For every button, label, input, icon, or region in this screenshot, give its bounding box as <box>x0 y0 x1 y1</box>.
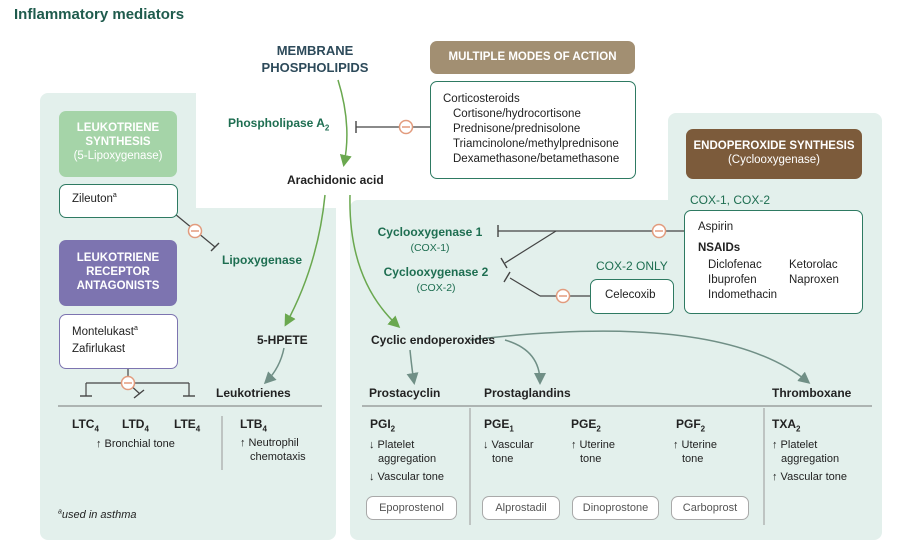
celecoxib: Celecoxib <box>605 289 656 301</box>
ltd4: LTD4 <box>122 417 149 434</box>
cyclooxygenase-1: Cyclooxygenase 1 (COX-1) <box>377 225 483 254</box>
5-hpete: 5-HPETE <box>257 333 308 347</box>
leukotrienes: Leukotrienes <box>216 386 291 400</box>
pgf2: PGF2 <box>676 417 706 434</box>
pgi2-effects: ↓ Platelet aggregation ↓ Vascular tone <box>369 439 445 483</box>
receptor-antagonists-box: Montelukasta Zafirlukast <box>59 314 178 369</box>
membrane-phospholipids: MEMBRANE PHOSPHOLIPIDS <box>261 43 369 75</box>
corticosteroids-heading: Corticosteroids <box>443 93 520 105</box>
bronchial-tone: ↑ Bronchial tone <box>96 438 175 450</box>
carboprost-pill: Carboprost <box>671 496 749 520</box>
corticosteroid-item: Triamcinolone/methylprednisone <box>453 138 619 150</box>
corticosteroid-item: Prednisone/prednisolone <box>453 123 581 135</box>
phospholipase-a2: Phospholipase A2 <box>228 116 330 133</box>
pge2: PGE2 <box>571 417 601 434</box>
aspirin: Aspirin <box>698 221 734 233</box>
leukotriene-receptor-antagonists-header: LEUKOTRIENE RECEPTOR ANTAGONISTS <box>59 240 177 306</box>
inhibit-icon <box>555 288 571 304</box>
ltb4-effect: ↑ Neutrophil chemotaxis <box>240 437 306 463</box>
zileuton: Zileutona <box>72 192 117 205</box>
pgf2-effects: ↑ Uterine tone <box>673 439 718 465</box>
ltb4: LTB4 <box>240 417 267 434</box>
pgi2: PGI2 <box>370 417 396 434</box>
corticosteroid-item: Dexamethasone/betamethasone <box>453 153 620 165</box>
nsaid-item: Ibuprofen <box>708 274 757 286</box>
inhibit-icon <box>187 223 203 239</box>
alprostadil-pill: Alprostadil <box>482 496 560 520</box>
inhibit-icon <box>120 375 136 391</box>
txa2-effects: ↑ Platelet aggregation ↑ Vascular tone <box>772 439 848 483</box>
cox2-only-label: COX-2 ONLY <box>596 259 668 273</box>
corticosteroids-box: Corticosteroids Cortisone/hydrocortisone… <box>430 81 636 179</box>
prostaglandins: Prostaglandins <box>484 386 571 400</box>
cyclic-endoperoxides: Cyclic endoperoxides <box>371 333 496 347</box>
lte4: LTE4 <box>174 417 201 434</box>
epoprostenol-pill: Epoprostenol <box>366 496 457 520</box>
inhibit-icon <box>398 119 414 135</box>
prostacyclin: Prostacyclin <box>369 386 441 400</box>
panel-cutout-left <box>196 93 350 208</box>
leukotriene-synthesis-header: LEUKOTRIENE SYNTHESIS (5-Lipoxygenase) <box>59 111 177 177</box>
footnote: aused in asthma <box>58 508 137 521</box>
nsaid-box: Aspirin NSAIDs Diclofenac Ibuprofen Indo… <box>684 210 863 314</box>
pge1: PGE1 <box>484 417 514 434</box>
pge1-effects: ↓ Vascular tone <box>483 439 534 465</box>
ltc4: LTC4 <box>72 417 99 434</box>
arachidonic-acid: Arachidonic acid <box>287 173 384 187</box>
nsaid-item: Diclofenac <box>708 259 762 271</box>
nsaid-item: Naproxen <box>789 274 839 286</box>
zafirlukast: Zafirlukast <box>72 343 126 355</box>
endoperoxide-synthesis-header: ENDOPEROXIDE SYNTHESIS (Cyclooxygenase) <box>686 129 862 179</box>
cyclooxygenase-2: Cyclooxygenase 2 (COX-2) <box>383 265 489 294</box>
inhibit-icon <box>651 223 667 239</box>
zileuton-box: Zileutona <box>59 184 178 218</box>
page-title: Inflammatory mediators <box>14 6 185 23</box>
celecoxib-box: Celecoxib <box>590 279 674 314</box>
txa2: TXA2 <box>772 417 801 434</box>
multiple-modes-header: MULTIPLE MODES OF ACTION <box>430 41 635 74</box>
nsaids-heading: NSAIDs <box>698 242 741 254</box>
cox-both-label: COX-1, COX-2 <box>690 193 771 207</box>
thromboxane: Thromboxane <box>772 386 852 400</box>
lipoxygenase: Lipoxygenase <box>222 253 303 267</box>
corticosteroid-item: Cortisone/hydrocortisone <box>453 108 581 120</box>
dinoprostone-pill: Dinoprostone <box>572 496 659 520</box>
pge2-effects: ↑ Uterine tone <box>571 439 616 465</box>
montelukast: Montelukasta <box>72 325 138 338</box>
nsaid-item: Ketorolac <box>789 259 838 271</box>
nsaid-item: Indomethacin <box>708 289 778 301</box>
